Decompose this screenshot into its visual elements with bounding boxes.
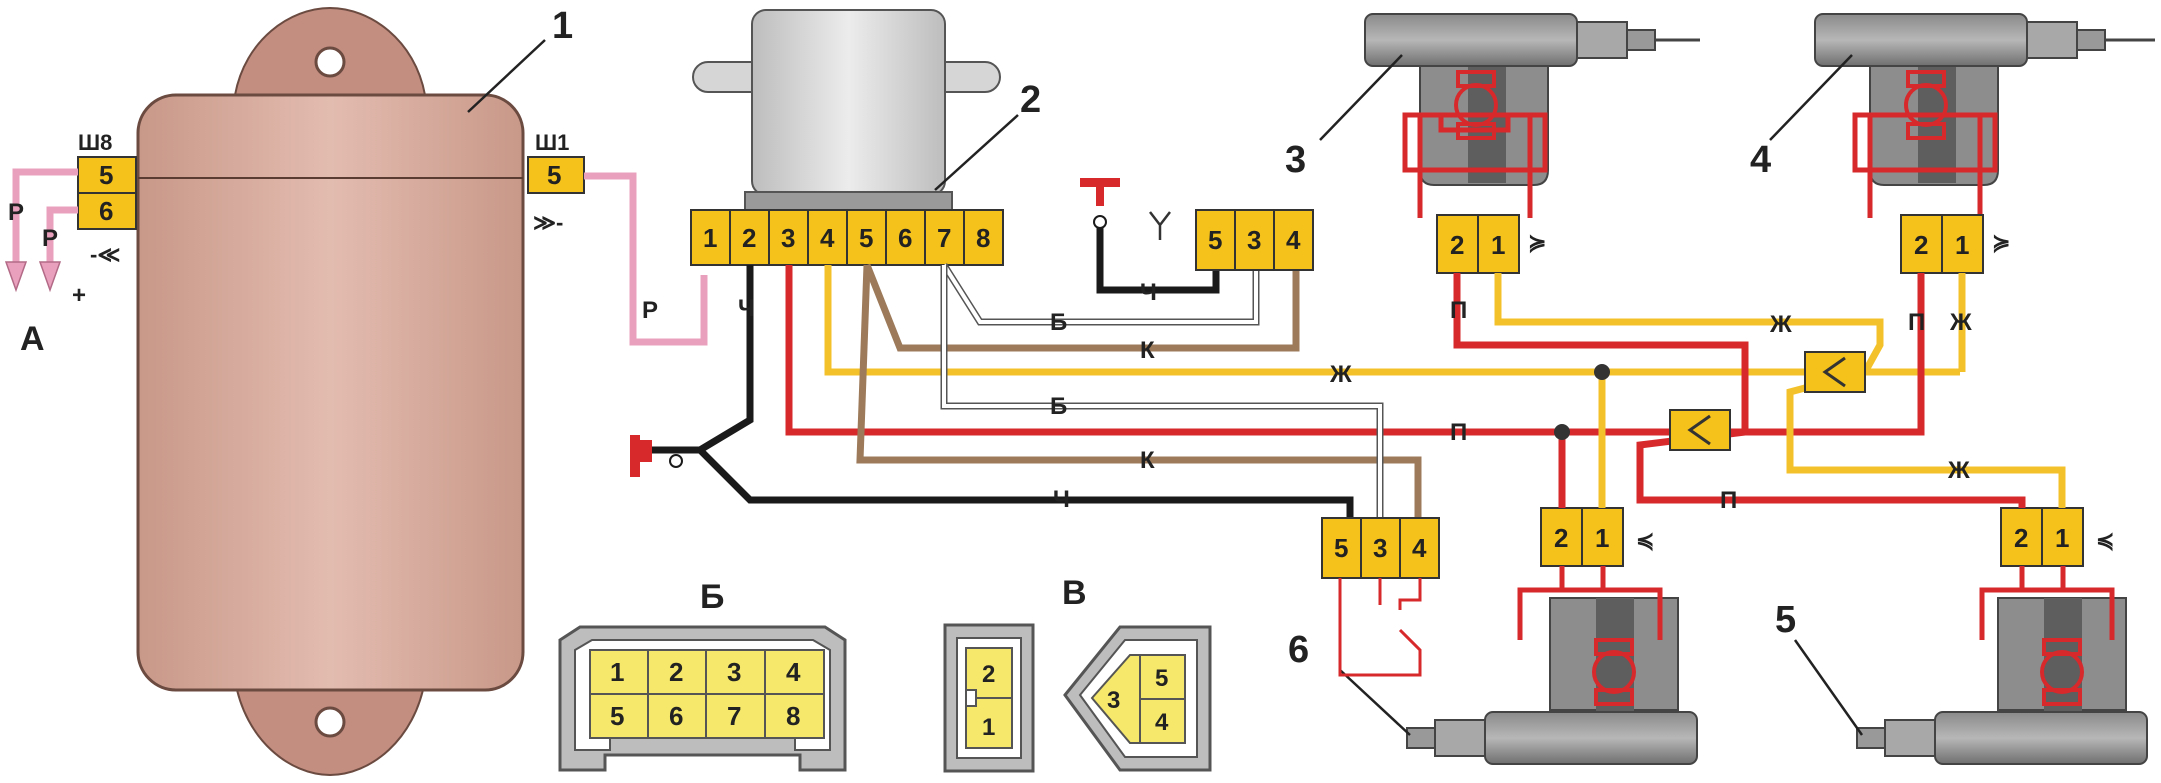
relay-pin-1: 1	[703, 223, 717, 253]
rr-plug-symbol: ≼	[2096, 528, 2114, 553]
v-three-pin-3: 3	[1107, 687, 1120, 714]
actuator-front-left	[1364, 13, 1700, 186]
relay-pin-7: 7	[937, 223, 951, 253]
wire-label-white-1: Б	[1050, 309, 1067, 336]
sh8-wire-label-2: Р	[42, 225, 58, 252]
wire-label-red-2: П	[1450, 297, 1467, 324]
sh8-pin-6: 6	[99, 196, 113, 226]
wire-label-pink: Р	[642, 297, 658, 324]
diode-red	[1669, 409, 1731, 451]
wire-label-black-1: Ч	[738, 295, 755, 322]
rear-pin-3: 3	[1373, 533, 1387, 563]
rr-pin-1: 1	[2055, 523, 2069, 553]
fl-pin-1: 1	[1491, 230, 1505, 260]
sh1-pin-5: 5	[547, 160, 561, 190]
b-pin-3: 3	[727, 657, 741, 687]
callout-rear-right: 5	[1775, 599, 1796, 641]
actuator-front-right	[1814, 13, 2155, 186]
rl-pin-1: 1	[1595, 523, 1609, 553]
fr-plug-symbol: ≽	[1992, 230, 2010, 255]
actuator-front-left-connector: 2 1	[1436, 214, 1520, 274]
b-pin-4: 4	[786, 657, 801, 687]
caption-b: Б	[700, 578, 724, 616]
sh1-plug-symbol: ≫-	[533, 210, 563, 235]
relay-pin-3: 3	[781, 223, 795, 253]
connector-sh8-label: Ш8	[78, 130, 112, 155]
wire-label-yellow-3: Ж	[1949, 309, 1972, 336]
b-pin-7: 7	[727, 701, 741, 731]
connector-sh1-label: Ш1	[535, 130, 569, 155]
plus-sign: +	[72, 282, 86, 309]
relay-pin-8: 8	[976, 223, 990, 253]
callout-front-left: 3	[1285, 139, 1306, 181]
fr-pin-1: 1	[1955, 230, 1969, 260]
v-two-pin-1: 1	[982, 714, 995, 741]
relay-pin-6: 6	[898, 223, 912, 253]
diode-yellow	[1804, 351, 1866, 393]
switch-connector: 5 3 4	[1195, 209, 1314, 271]
b-pin-5: 5	[610, 701, 624, 731]
caption-a: А	[20, 320, 45, 358]
sh8-pin-5: 5	[99, 160, 113, 190]
fl-plug-symbol: ≽	[1528, 230, 1546, 255]
rl-plug-symbol: ≼	[1636, 528, 1654, 553]
sh8-wire-label-1: Р	[8, 199, 24, 226]
relay-pin-5: 5	[859, 223, 873, 253]
v-two-pin-2: 2	[982, 661, 995, 688]
fl-pin-2: 2	[1450, 230, 1464, 260]
switch-pin-4: 4	[1286, 225, 1301, 255]
b-pin-8: 8	[786, 701, 800, 731]
unit-body	[136, 93, 525, 692]
wire-label-brown-2: К	[1140, 447, 1155, 474]
actuator-rear-left-connector: 2 1	[1540, 507, 1624, 567]
control-unit	[136, 6, 525, 777]
wire-label-brown-1: К	[1140, 337, 1155, 364]
actuator-rear-right-connector: 2 1	[2000, 507, 2084, 567]
b-pin-2: 2	[669, 657, 683, 687]
switch-pin-3: 3	[1247, 225, 1261, 255]
rear-pin-5: 5	[1334, 533, 1348, 563]
wire-label-yellow-2: Ж	[1769, 311, 1792, 338]
b-pin-1: 1	[610, 657, 624, 687]
rear-connector: 5 3 4	[1321, 517, 1440, 579]
fr-pin-2: 2	[1914, 230, 1928, 260]
relay	[692, 9, 1001, 211]
b-pin-6: 6	[669, 701, 683, 731]
connector-view-b: 1 2 3 4 5 6 7 8	[558, 625, 847, 772]
wire-label-white-2: Б	[1050, 393, 1067, 420]
relay-pin-4: 4	[820, 223, 835, 253]
sh8-plug-symbol: -≪	[90, 242, 120, 267]
callout-relay: 2	[1020, 79, 1041, 121]
connector-view-v-three: 5 3 4	[1063, 625, 1212, 772]
callout-rear-left: 6	[1288, 629, 1309, 671]
callout-unit: 1	[552, 5, 573, 47]
actuator-front-right-connector: 2 1	[1900, 214, 1984, 274]
wire-label-black-3: Ч	[1140, 279, 1157, 306]
callout-front-right: 4	[1750, 139, 1771, 181]
relay-pin-2: 2	[742, 223, 756, 253]
v-three-pin-5: 5	[1155, 665, 1168, 692]
rear-pin-4: 4	[1412, 533, 1427, 563]
relay-connector: 1 2 3 4 5 6 7 8	[690, 209, 1004, 266]
wire-label-red-1: П	[1450, 419, 1467, 446]
wire-label-red-4: П	[1720, 487, 1737, 514]
actuator-rear-left	[1406, 587, 1698, 765]
wire-label-black-2: Ч	[1053, 486, 1070, 513]
rr-pin-2: 2	[2014, 523, 2028, 553]
wire-label-yellow-1: Ж	[1329, 361, 1352, 388]
rl-pin-2: 2	[1554, 523, 1568, 553]
wire-label-yellow-4: Ж	[1947, 457, 1970, 484]
wire-label-red-3: П	[1908, 309, 1925, 336]
connector-view-v-two: 2 1	[943, 623, 1035, 773]
caption-v: В	[1062, 574, 1087, 612]
switch-pin-5: 5	[1208, 225, 1222, 255]
actuator-rear-right	[1856, 587, 2148, 765]
v-three-pin-4: 4	[1155, 709, 1169, 736]
